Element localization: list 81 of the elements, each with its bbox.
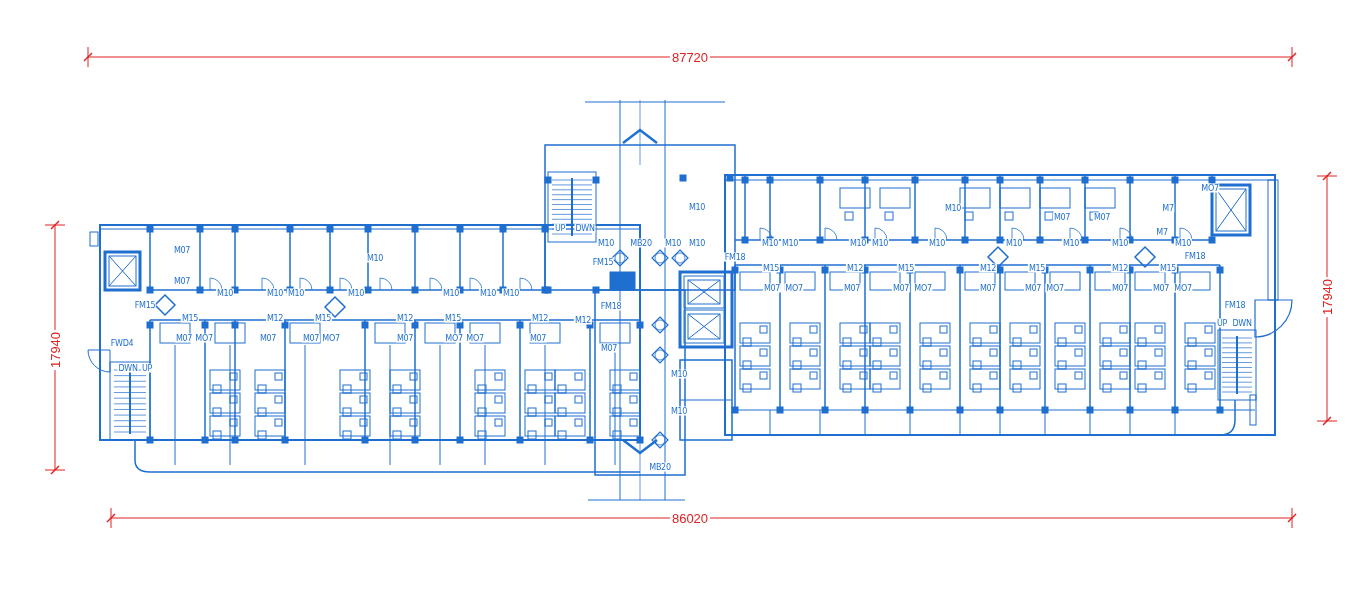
- door-code-label: MB20: [629, 238, 653, 248]
- door-code-label: M12: [395, 313, 415, 323]
- door-code-label: DWN: [574, 223, 596, 233]
- door-code-label: MO7: [194, 333, 214, 343]
- door-code-label: M10: [1173, 238, 1193, 248]
- door-code-label: M15: [180, 313, 200, 323]
- door-code-label: FM18: [1183, 251, 1207, 261]
- door-code-label: FM18: [723, 252, 747, 262]
- door-code-label: M10: [1061, 238, 1081, 248]
- door-code-label: M07: [842, 283, 862, 293]
- door-code-label: UP: [140, 363, 154, 373]
- door-code-label: M07: [528, 333, 548, 343]
- door-code-label: M10: [943, 203, 963, 213]
- door-code-label: M10: [687, 238, 707, 248]
- door-code-label: M07: [1110, 283, 1130, 293]
- door-code-label: DWN: [1231, 318, 1253, 328]
- door-code-label: M07: [762, 283, 782, 293]
- door-code-label: M10: [215, 288, 235, 298]
- door-code-label: M10: [1110, 238, 1130, 248]
- door-code-label: MO7: [444, 333, 464, 343]
- door-code-label: M07: [258, 333, 278, 343]
- door-code-label: FM15: [133, 300, 157, 310]
- door-code-label: M10: [669, 406, 689, 416]
- door-code-label: DWN: [117, 363, 139, 373]
- door-code-label: M07: [172, 245, 192, 255]
- door-code-label: M15: [1158, 263, 1178, 273]
- door-code-label: FWD4: [109, 338, 135, 348]
- door-code-label: MB20: [648, 462, 672, 472]
- door-code-label: UP: [553, 223, 567, 233]
- door-code-label: M10: [870, 238, 890, 248]
- door-code-label: M7: [1161, 203, 1175, 213]
- door-code-label: MO7: [465, 333, 485, 343]
- door-code-label: M07: [1151, 283, 1171, 293]
- door-code-label: M07: [1023, 283, 1043, 293]
- door-code-label: M7: [1155, 227, 1169, 237]
- door-code-label: MO7: [784, 283, 804, 293]
- door-code-label: MO7: [913, 283, 933, 293]
- door-code-label: M07: [891, 283, 911, 293]
- door-code-label: M07: [301, 333, 321, 343]
- door-code-label: M12: [1110, 263, 1130, 273]
- door-code-label: FM15: [591, 257, 615, 267]
- door-code-label: M10: [780, 238, 800, 248]
- door-code-label: M12: [573, 315, 593, 325]
- door-code-label: M10: [346, 288, 366, 298]
- door-code-label: M15: [761, 263, 781, 273]
- door-code-label: FM18: [599, 301, 623, 311]
- door-code-label: M07: [174, 333, 194, 343]
- door-code-label: M07: [1092, 212, 1112, 222]
- door-code-label: M10: [365, 253, 385, 263]
- door-code-label: M15: [896, 263, 916, 273]
- door-code-label: M12: [265, 313, 285, 323]
- door-code-label: M10: [441, 288, 461, 298]
- door-code-label: M10: [848, 238, 868, 248]
- door-code-label: M07: [1052, 212, 1072, 222]
- door-code-label: MO7: [1173, 283, 1193, 293]
- door-code-label: M15: [443, 313, 463, 323]
- door-code-label: M10: [501, 288, 521, 298]
- door-code-label: M10: [760, 238, 780, 248]
- door-code-label: M12: [978, 263, 998, 273]
- door-code-label: M15: [313, 313, 333, 323]
- door-code-label: M07: [172, 276, 192, 286]
- door-code-label: UP: [1215, 318, 1229, 328]
- door-code-label: M10: [596, 238, 616, 248]
- door-code-label: MO7: [1200, 183, 1220, 193]
- door-code-label: M12: [845, 263, 865, 273]
- door-code-label: M07: [395, 333, 415, 343]
- door-code-label: M10: [669, 369, 689, 379]
- door-code-label: M10: [927, 238, 947, 248]
- door-code-label: M10: [478, 288, 498, 298]
- door-code-label: M10: [1004, 238, 1024, 248]
- door-code-label: M10: [663, 238, 683, 248]
- door-code-label: MO7: [1045, 283, 1065, 293]
- door-code-label: M10: [265, 288, 285, 298]
- door-code-label: M07: [599, 343, 619, 353]
- door-code-label: M10: [687, 202, 707, 212]
- door-code-label: M12: [530, 313, 550, 323]
- door-code-label: MO7: [321, 333, 341, 343]
- door-code-label: M07: [978, 283, 998, 293]
- door-code-label: M15: [1027, 263, 1047, 273]
- door-code-label: M10: [286, 288, 306, 298]
- door-code-label: FM18: [1223, 300, 1247, 310]
